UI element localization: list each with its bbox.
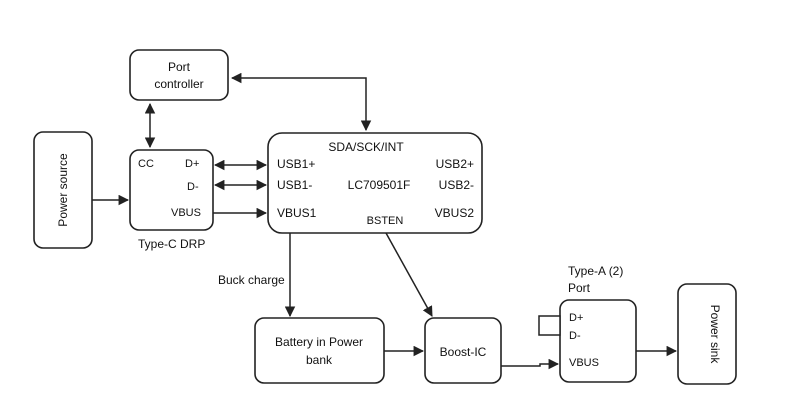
type-c-caption: Type-C DRP [138,237,205,251]
power-source-block: Power source [33,131,93,249]
power-source-label: Power source [56,153,70,227]
lc-usb1plus-pin: USB1+ [277,157,315,171]
type-a-port-block: Type-A (2) Port D+ D- VBUS [538,264,637,383]
boost-to-typea-arrow [501,358,560,370]
lc-vbus1-pin: VBUS1 [277,206,317,220]
battery-label-2: bank [306,353,333,367]
power-sink-label: Power sink [708,305,722,365]
lc-sda-sck-int-label: SDA/SCK/INT [328,140,404,154]
buck-charge-label: Buck charge [218,273,285,287]
lc-usb2plus-pin: USB2+ [436,157,474,171]
type-a-connector-tab [538,315,561,336]
battery-block: Battery in Power bank [254,317,385,384]
lc-chip-name: LC709501F [348,178,411,192]
type-c-dplus-pin: D+ [185,158,199,170]
type-c-vbus-pin: VBUS [171,207,201,219]
lc-vbus2-pin: VBUS2 [435,206,475,220]
bsten-to-boost-arrow [385,232,433,317]
boost-ic-label: Boost-IC [440,345,487,359]
lc-usb1minus-pin: USB1- [277,178,312,192]
port-controller-block: Port controller [129,49,229,101]
port-controller-label-2: controller [154,77,203,91]
lc-bsten-pin: BSTEN [367,215,404,227]
type-a-dplus-pin: D+ [569,312,583,324]
battery-label-1: Battery in Power [275,335,363,349]
power-sink-block: Power sink [677,283,737,385]
lc709501f-block: SDA/SCK/INT USB1+ USB1- VBUS1 LC709501F … [267,132,483,234]
type-a-caption-1: Type-A (2) [568,264,623,278]
type-a-caption-2: Port [568,281,591,295]
port-controller-label-1: Port [168,60,191,74]
type-c-dminus-pin: D- [187,181,199,193]
pc-to-lc-i2c-arrow [230,72,372,132]
lc-usb2minus-pin: USB2- [439,178,474,192]
boost-ic-block: Boost-IC [424,317,502,384]
type-c-cc-pin: CC [138,158,154,170]
type-a-vbus-pin: VBUS [569,357,599,369]
type-a-dminus-pin: D- [569,330,581,342]
type-c-drp-block: CC D+ D- VBUS Type-C DRP [129,149,214,251]
